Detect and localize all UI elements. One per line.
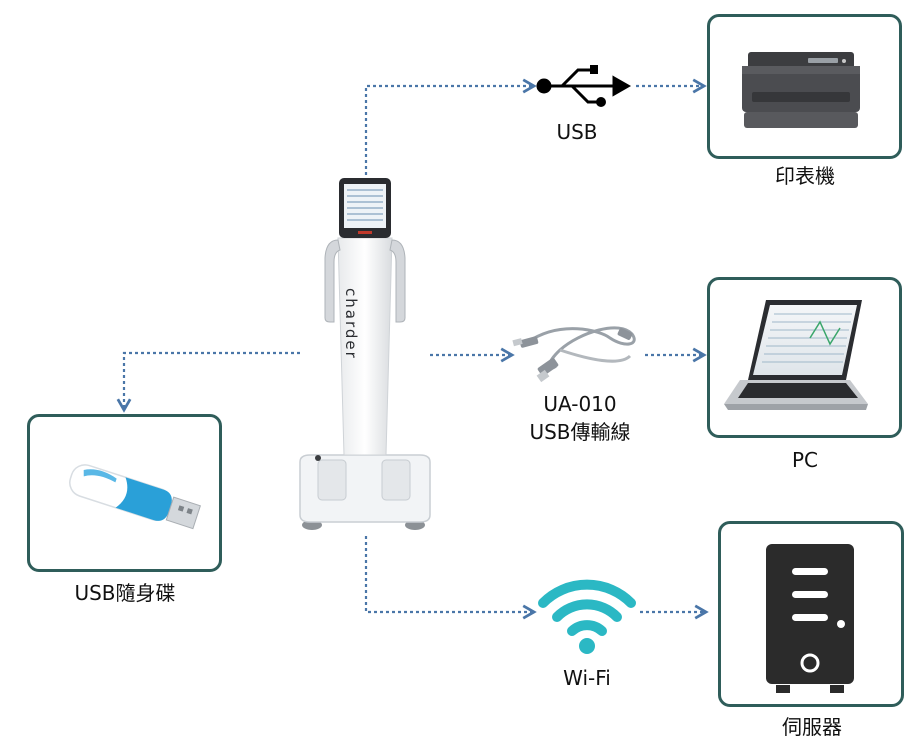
- usb-label: USB: [556, 120, 598, 144]
- line-to-usb-drive: [116, 351, 300, 413]
- printer-icon: [742, 52, 860, 128]
- printer-label: 印表機: [775, 164, 835, 188]
- wifi-label: Wi-Fi: [563, 666, 611, 690]
- usb-drive-icon: [69, 464, 201, 530]
- cable-name-label: USB傳輸線: [529, 420, 631, 444]
- laptop-icon: [724, 300, 868, 410]
- cable-model-label: UA-010: [543, 392, 617, 416]
- usb-drive-label: USB隨身碟: [74, 581, 176, 605]
- server-label: 伺服器: [782, 715, 842, 739]
- pc-label: PC: [791, 448, 819, 472]
- usb-symbol-icon: [536, 65, 632, 107]
- line-to-wifi: [364, 536, 537, 620]
- server-icon: [766, 544, 854, 693]
- usb-cable-icon: [512, 326, 636, 383]
- device-brand-text: charder: [342, 288, 360, 360]
- body-analyzer-device: [299, 178, 431, 530]
- wifi-icon: [538, 579, 636, 636]
- line-to-usb: [364, 78, 537, 175]
- connector-lines: [116, 78, 709, 620]
- wifi-dot-icon: [579, 638, 595, 654]
